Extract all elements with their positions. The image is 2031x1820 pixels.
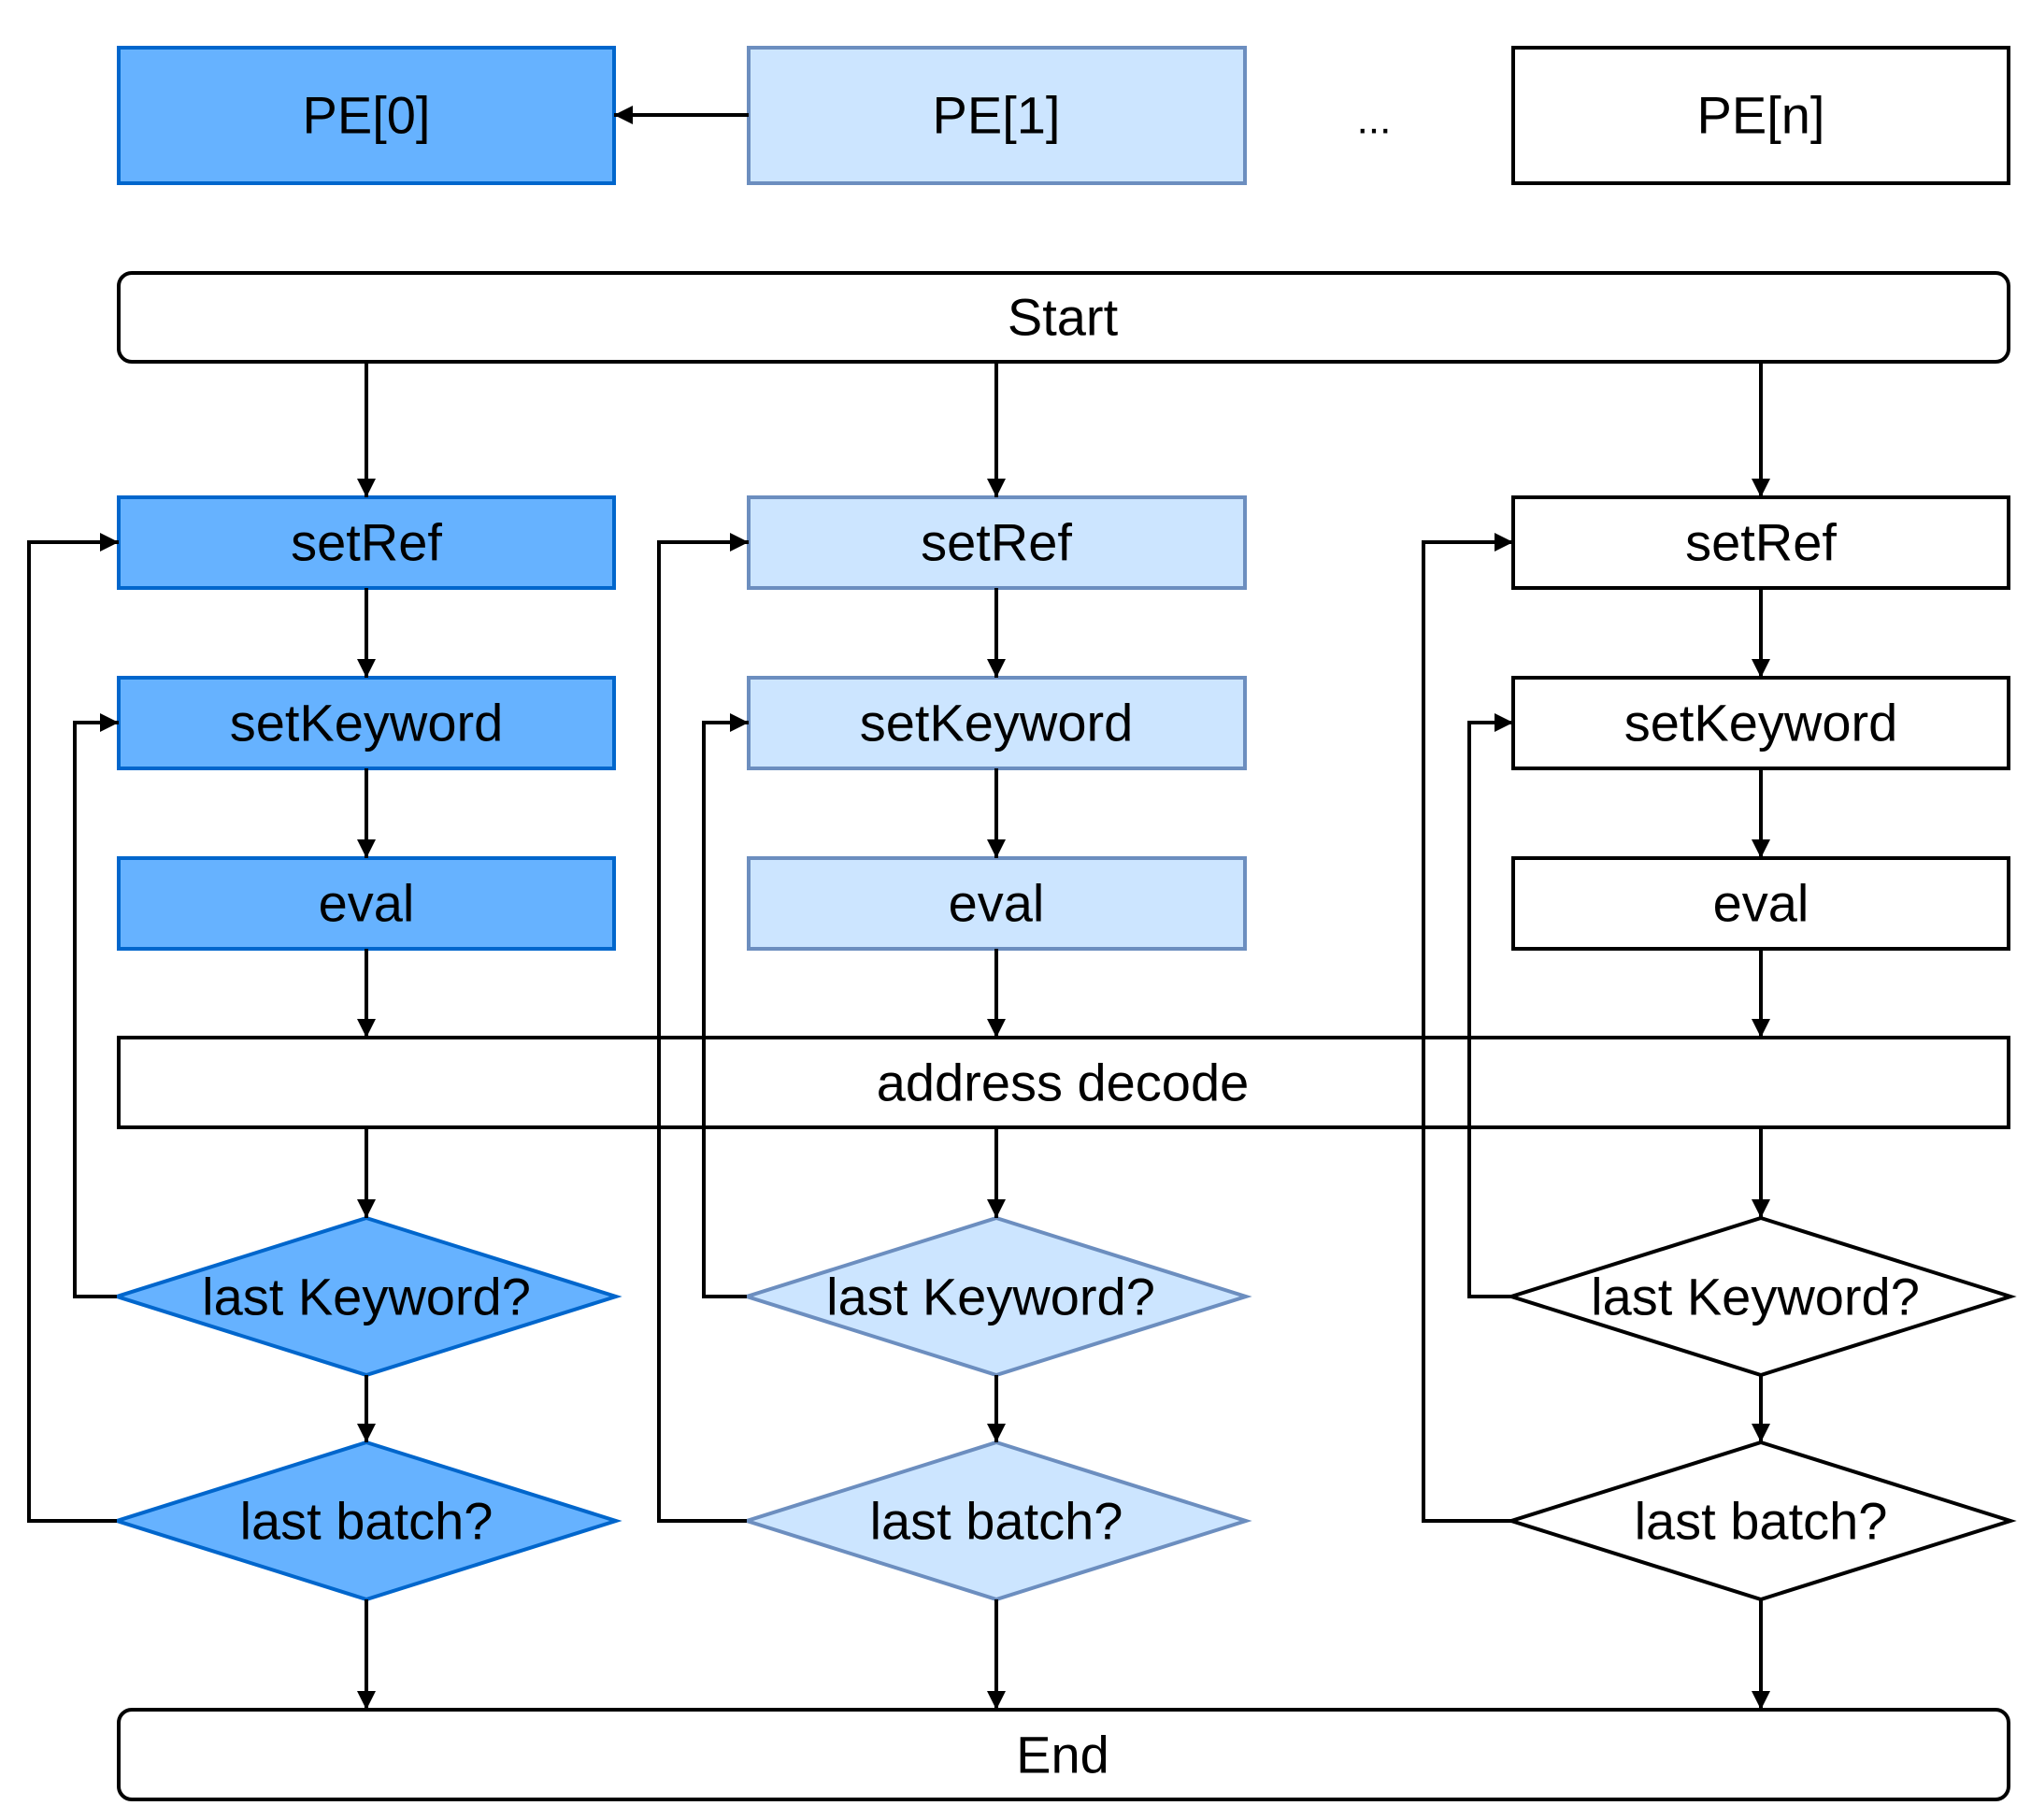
pe1-last-batch-label: last batch? <box>870 1492 1123 1551</box>
pe-ellipsis: ... <box>1357 97 1392 143</box>
pe1-loop-batch <box>657 533 749 1523</box>
pen-loop-batch <box>1422 533 1513 1523</box>
pe0-setkeyword-box <box>117 676 616 770</box>
pe0-column: setRef setKeyword eval last Keyword? las… <box>27 364 622 1710</box>
pen-eval-box <box>1511 856 2010 951</box>
pen-header-box <box>1511 46 2010 185</box>
pe0-loop-keyword <box>73 713 119 1298</box>
pen-setref-box <box>1511 495 2010 590</box>
pe1-header-label: PE[1] <box>933 86 1061 145</box>
pe1-column: setRef setKeyword eval last Keyword? las… <box>657 364 1252 1710</box>
pe1-setkeyword-box <box>747 676 1247 770</box>
pen-setkeyword-label: setKeyword <box>1624 694 1898 752</box>
pe0-setkeyword-label: setKeyword <box>230 694 504 752</box>
pe0-eval-box <box>117 856 616 951</box>
pen-column: setRef setKeyword eval last Keyword? las… <box>1422 364 2017 1710</box>
pe1-setref-label: setRef <box>921 513 1072 572</box>
pe1-setkeyword-label: setKeyword <box>860 694 1134 752</box>
pen-last-keyword-label: last Keyword? <box>1591 1268 1920 1326</box>
pe0-last-batch-label: last batch? <box>240 1492 493 1551</box>
pen-eval-label: eval <box>1713 874 1809 933</box>
pe1-loop-keyword <box>702 713 749 1298</box>
address-decode-box <box>117 1036 2010 1129</box>
end-label: End <box>1016 1726 1109 1784</box>
pen-last-batch-label: last batch? <box>1635 1492 1888 1551</box>
pe0-last-keyword-label: last Keyword? <box>202 1268 531 1326</box>
pe0-eval-label: eval <box>319 874 415 933</box>
pe0-loop-batch <box>27 533 119 1523</box>
pe1-last-keyword-label: last Keyword? <box>826 1268 1155 1326</box>
pe1-header-box <box>747 46 1247 185</box>
pe0-header-label: PE[0] <box>303 86 431 145</box>
address-decode-label: address decode <box>877 1053 1250 1112</box>
pe0-header-box <box>117 46 616 185</box>
start-label: Start <box>1008 288 1119 347</box>
pe0-setref-label: setRef <box>291 513 442 572</box>
start-box <box>117 271 2010 364</box>
pe1-eval-box <box>747 856 1247 951</box>
pen-loop-keyword <box>1467 713 1513 1298</box>
end-box <box>117 1708 2010 1801</box>
pe1-eval-label: eval <box>949 874 1045 933</box>
pen-setref-label: setRef <box>1685 513 1837 572</box>
pen-header-label: PE[n] <box>1697 86 1825 145</box>
